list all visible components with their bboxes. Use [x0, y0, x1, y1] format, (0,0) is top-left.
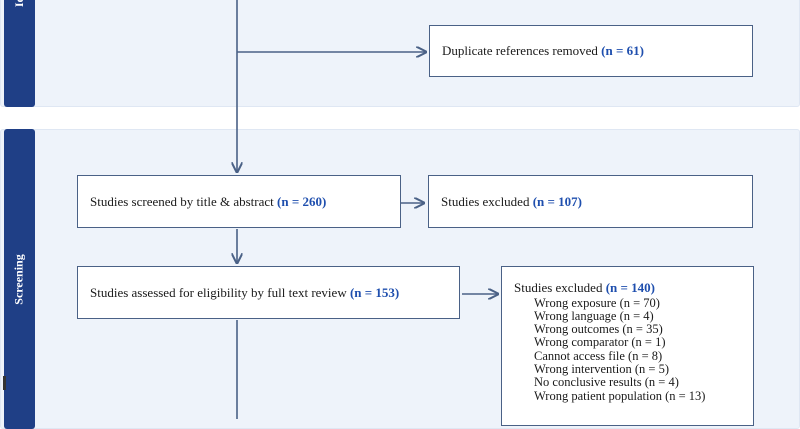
exclusion-reason: Wrong comparator (n = 1) — [534, 335, 666, 350]
screening-stage-strip: Screening — [4, 129, 35, 429]
duplicates-removed-count: (n = 61) — [601, 43, 644, 59]
studies-excluded-screening-count: (n = 107) — [532, 193, 583, 209]
studies-assessed-text: Studies assessed for eligibility by full… — [90, 284, 347, 300]
exclusion-reason: Wrong patient population (n = 13) — [534, 388, 706, 403]
duplicates-removed-text: Duplicate references removed — [442, 43, 598, 59]
edge-marker — [3, 376, 6, 390]
exclusion-reason: Cannot access file (n = 8) — [534, 348, 663, 363]
studies-assessed-count: (n = 153) — [349, 284, 400, 300]
studies-excluded-fulltext-count: (n = 140) — [605, 280, 656, 295]
exclusion-reason: Wrong language (n = 4) — [534, 308, 654, 323]
exclusion-reason: Wrong outcomes (n = 35) — [534, 322, 663, 337]
studies-excluded-fulltext-box: Studies excluded (n = 140) Wrong exposur… — [501, 266, 754, 426]
exclusion-reason: No conclusive results (n = 4) — [534, 375, 679, 390]
studies-screened-count: (n = 260) — [277, 193, 327, 209]
studies-screened-text: Studies screened by title & abstract — [90, 193, 274, 209]
studies-excluded-screening-box: Studies excluded (n = 107) — [428, 175, 753, 228]
exclusion-reason: Wrong exposure (n = 70) — [534, 295, 660, 310]
studies-excluded-fulltext-text: Studies excluded — [514, 280, 603, 295]
studies-excluded-screening-text: Studies excluded — [441, 193, 530, 209]
identification-stage-strip: Id — [4, 0, 35, 107]
studies-screened-box: Studies screened by title & abstract (n … — [77, 175, 401, 228]
studies-assessed-box: Studies assessed for eligibility by full… — [77, 266, 460, 319]
flow-connectors — [0, 0, 800, 419]
exclusion-reason: Wrong intervention (n = 5) — [534, 362, 669, 377]
duplicates-removed-box: Duplicate references removed (n = 61) — [429, 25, 753, 77]
exclusion-reasons-list: Wrong exposure (n = 70) Wrong language (… — [514, 295, 706, 403]
